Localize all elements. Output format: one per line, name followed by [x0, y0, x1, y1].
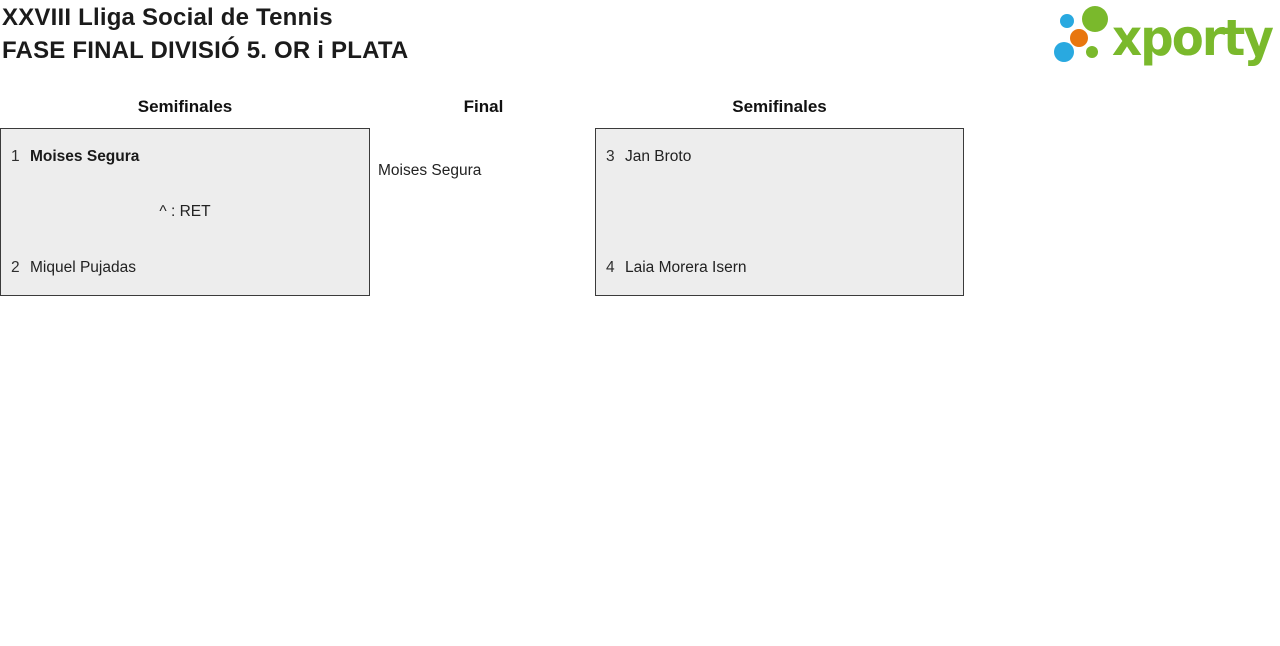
player-name[interactable]: Laia Morera Isern	[625, 259, 747, 276]
logo-dots-icon	[1054, 6, 1108, 62]
player-row: 2 Miquel Pujadas	[11, 259, 359, 277]
final-participant[interactable]: Moises Segura	[378, 162, 482, 179]
match-box-semifinal-left[interactable]: 1 Moises Segura ^ : RET 2 Miquel Pujadas	[0, 128, 370, 296]
logo-wordmark: xporty	[1112, 9, 1273, 67]
xporty-logo[interactable]: xporty	[1048, 0, 1276, 72]
page-title: XXVIII Lliga Social de Tennis	[2, 4, 333, 31]
player-row: 1 Moises Segura	[11, 148, 359, 166]
player-seed: 1	[11, 148, 20, 165]
match-box-semifinal-right[interactable]: 3 Jan Broto 4 Laia Morera Isern	[595, 128, 964, 296]
logo-dot-blue-small	[1060, 14, 1074, 28]
player-name[interactable]: Miquel Pujadas	[30, 259, 136, 276]
logo-dot-green-large	[1082, 6, 1108, 32]
player-row: 4 Laia Morera Isern	[606, 259, 953, 277]
match-result: ^ : RET	[159, 203, 211, 220]
player-seed: 4	[606, 259, 615, 276]
player-name[interactable]: Jan Broto	[625, 148, 692, 165]
round-header-semifinals-right: Semifinales	[732, 97, 827, 116]
page-subtitle: FASE FINAL DIVISIÓ 5. OR i PLATA	[2, 37, 409, 64]
player-row: 3 Jan Broto	[606, 148, 953, 166]
logo-dot-blue-large	[1054, 42, 1074, 62]
logo-dot-green-small	[1086, 46, 1098, 58]
logo-dot-orange	[1070, 29, 1088, 47]
player-name[interactable]: Moises Segura	[30, 148, 140, 165]
round-header-semifinals-left: Semifinales	[137, 97, 233, 116]
round-header-final: Final	[463, 97, 504, 116]
player-seed: 3	[606, 148, 615, 165]
player-seed: 2	[11, 259, 20, 276]
